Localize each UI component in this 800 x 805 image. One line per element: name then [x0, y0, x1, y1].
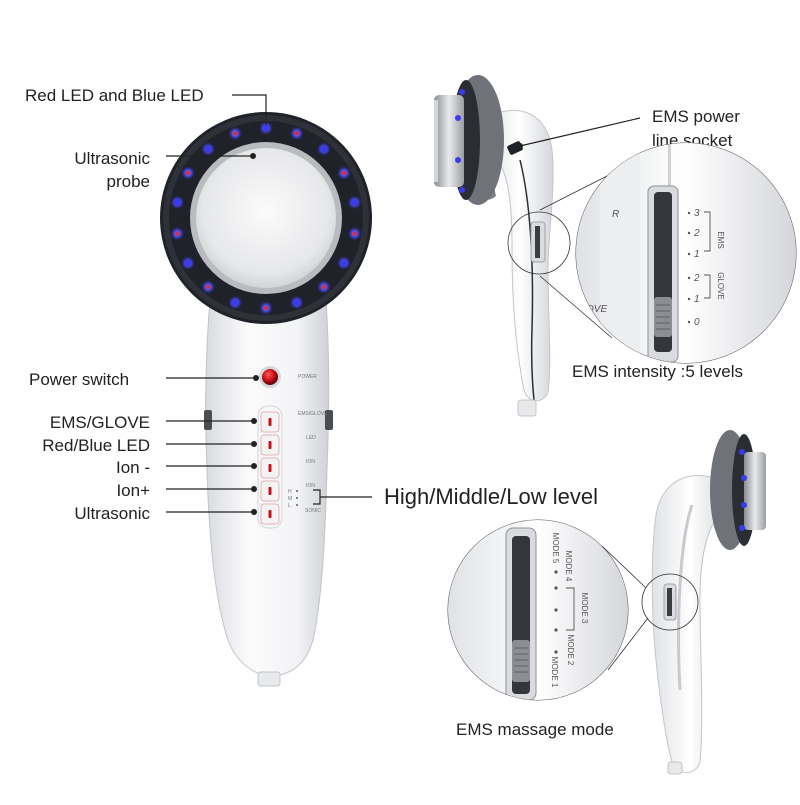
intensity-level: 0 — [694, 317, 700, 328]
power-device-text: POWER — [298, 374, 317, 380]
intensity-level: 1 — [694, 249, 700, 260]
red-led — [232, 131, 238, 136]
glove-partial-text: OVE — [586, 304, 607, 315]
blue-led — [351, 199, 358, 206]
intensity-level: 2 — [693, 228, 700, 239]
led-device-text: LED — [306, 435, 316, 441]
m-device-text: M — [288, 496, 292, 502]
strip-button-indicator — [268, 464, 272, 472]
mode-zoom-leaders — [601, 545, 699, 671]
strip-buttons — [260, 411, 280, 525]
mode-label: MODE 2 — [566, 635, 575, 666]
intensity-dot — [687, 320, 691, 324]
red-led — [294, 131, 300, 136]
blue-led — [204, 145, 212, 153]
intensity-dot — [687, 252, 691, 256]
intensity-level: 3 — [694, 208, 700, 219]
led-dots — [170, 121, 362, 315]
strip-button-indicator — [268, 418, 272, 426]
glove-zoom-text: GLOVE — [716, 272, 725, 300]
blue-led — [262, 124, 270, 132]
strip-button-indicator — [268, 510, 272, 518]
mode-slider-knob[interactable] — [512, 640, 530, 682]
ems-glove-label: EMS/GLOVE — [50, 413, 150, 432]
intensity-dot — [687, 276, 691, 280]
side-top-probe — [434, 95, 464, 187]
intensity-dot — [687, 231, 691, 235]
side-device-top — [434, 75, 554, 417]
strip-button-indicator — [268, 487, 272, 495]
ultrasonic-label: Ultrasonic — [74, 504, 150, 523]
intensity-level: 1 — [694, 294, 700, 305]
red-led — [341, 170, 347, 176]
side-button-right — [325, 410, 333, 430]
probe-label-line2: probe — [107, 172, 150, 191]
ems-zoom-text: EMS — [716, 231, 725, 248]
mode-dot — [554, 586, 558, 590]
power-switch-label: Power switch — [29, 370, 129, 389]
red-led — [321, 284, 327, 290]
red-led — [205, 284, 211, 290]
blue-led — [293, 299, 300, 306]
ems-intensity-label: EMS intensity :5 levels — [572, 362, 743, 381]
intensity-scale: 3 2 1 2 1 0 — [687, 208, 700, 328]
side-device-bottom — [651, 430, 766, 775]
sonic-device-text: SONIC — [305, 508, 321, 514]
mode-scale: MODE 5 MODE 4 MODE 3 MODE 2 MODE 1 — [550, 533, 589, 688]
red-led — [185, 170, 191, 176]
r-partial-text: R — [612, 209, 619, 220]
mode-bracket — [566, 587, 575, 631]
blue-led — [232, 299, 239, 306]
ems-glove-device-text: EMS/GLOVE — [298, 411, 328, 417]
red-led — [175, 231, 180, 236]
ion-device-text: ION — [306, 459, 315, 465]
mode-dot — [554, 608, 558, 612]
blue-led — [320, 145, 328, 153]
ultrasonic-probe — [196, 148, 336, 288]
blue-led — [184, 259, 192, 267]
mode-dot — [554, 628, 558, 632]
red-led — [263, 305, 269, 311]
blue-led — [174, 199, 181, 206]
intensity-dot — [687, 297, 691, 301]
mode-label: MODE 5 — [551, 533, 560, 564]
side-button-left — [204, 410, 212, 430]
mode-label: MODE 4 — [564, 551, 573, 582]
strip-button-indicator — [268, 441, 272, 449]
cord-end — [257, 671, 281, 687]
blue-led — [340, 259, 348, 267]
red-led — [352, 231, 357, 236]
intensity-zoom: OVE R 3 2 1 2 1 0 EMS GLOVE — [575, 142, 797, 364]
l-device-text: L — [288, 503, 291, 509]
mode-label: MODE 1 — [550, 657, 559, 688]
intensity-dot — [687, 211, 691, 215]
socket-label-line1: EMS power — [652, 107, 740, 126]
ems-mode-label: EMS massage mode — [456, 720, 614, 739]
side-device-top-body — [485, 109, 554, 402]
probe-label-line1: Ultrasonic — [74, 149, 150, 168]
front-labels: Red LED and Blue LED Ultrasonic probe Po… — [25, 86, 598, 523]
side-bottom-probe — [744, 452, 766, 530]
mode-dot — [554, 570, 558, 574]
mode-zoom: MODE 5 MODE 4 MODE 3 MODE 2 MODE 1 EMS massa… — [447, 519, 629, 739]
power-switch-button[interactable] — [262, 369, 278, 385]
intensity-level: 2 — [693, 273, 700, 284]
led-label: Red LED and Blue LED — [25, 86, 204, 105]
h-device-text: H — [288, 489, 292, 495]
ion-plus-label: Ion+ — [116, 481, 150, 500]
level-label: High/Middle/Low level — [384, 484, 598, 509]
ion2-device-text: ION — [306, 483, 315, 489]
red-blue-led-label: Red/Blue LED — [42, 436, 150, 455]
mode-dot — [554, 650, 558, 654]
mode-label: MODE 3 — [580, 593, 589, 624]
ion-minus-label: Ion - — [116, 458, 150, 477]
front-device: POWER EMS/GLOVE LED ION ION SONIC H M L — [160, 112, 372, 687]
